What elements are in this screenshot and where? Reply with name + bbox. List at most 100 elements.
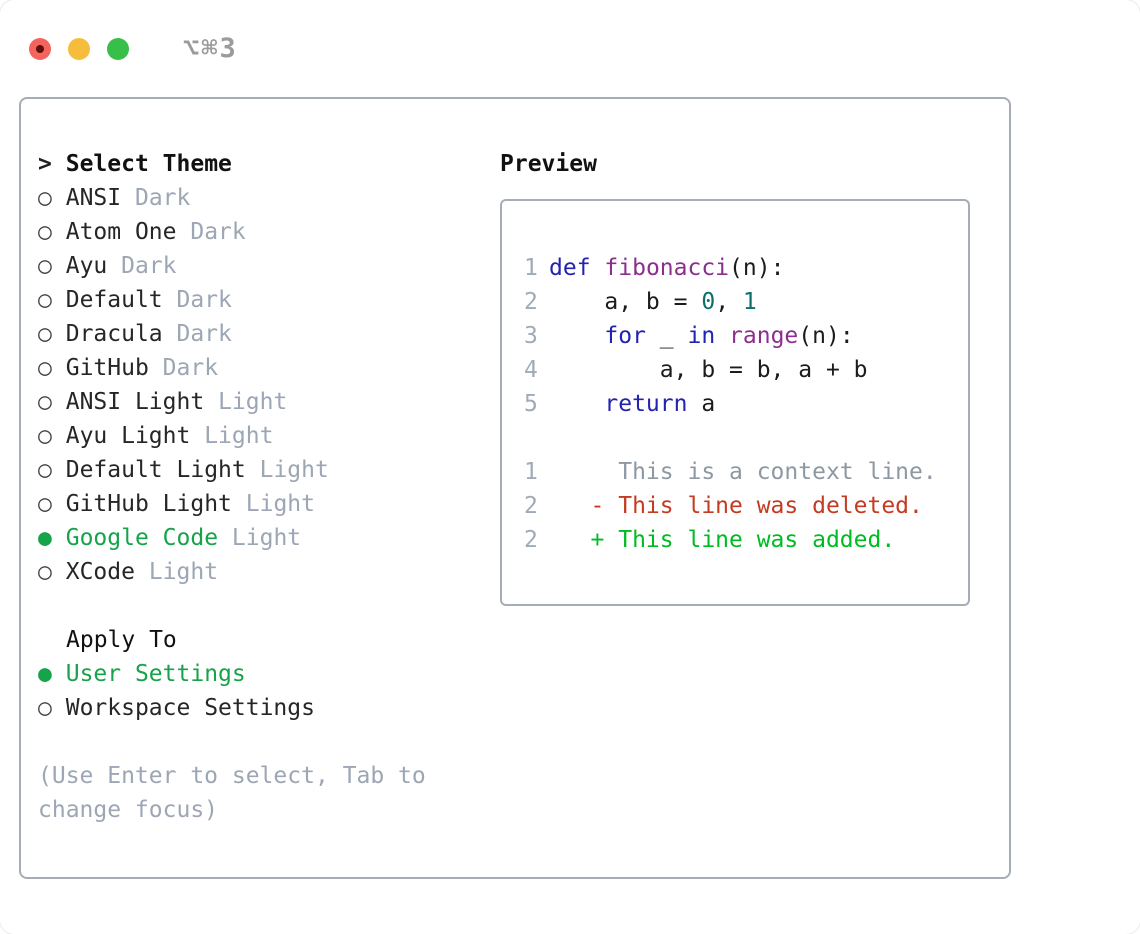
radio-icon: ○ <box>38 389 52 415</box>
diff-lines: 1 This is a context line.2 - This line w… <box>524 455 968 557</box>
theme-option-default[interactable]: ○ Default Dark <box>38 283 500 317</box>
help-line-2: change focus) <box>38 797 219 823</box>
theme-variant-label: Light <box>259 457 329 483</box>
radio-icon: ○ <box>38 457 52 483</box>
radio-icon: ○ <box>38 491 52 517</box>
theme-variant-label: Light <box>218 389 288 415</box>
theme-variant-label: Dark <box>162 355 219 381</box>
code-token: a <box>687 391 716 417</box>
code-token <box>591 255 605 281</box>
minimize-button[interactable] <box>68 37 90 60</box>
radio-icon: ○ <box>38 253 52 279</box>
theme-label: Default Light <box>65 457 246 483</box>
radio-icon: ○ <box>38 219 52 245</box>
line-number: 4 <box>524 357 538 383</box>
radio-icon: ○ <box>38 559 52 585</box>
line-number: 5 <box>524 391 538 417</box>
code-token <box>549 391 604 417</box>
code-line-4: 4 a, b = b, a + b <box>524 353 968 387</box>
theme-variant-label: Light <box>231 525 302 551</box>
diff-line-ctx: 1 This is a context line. <box>524 455 968 489</box>
theme-variant-label: Dark <box>176 287 232 313</box>
line-number: 2 <box>524 493 538 519</box>
code-token: (n): <box>729 255 785 281</box>
apply-to-title: Apply To <box>66 627 177 653</box>
close-button[interactable] <box>29 37 51 60</box>
diff-text: + This line was added. <box>549 527 896 553</box>
theme-variant-label: Light <box>245 491 315 517</box>
zoom-button[interactable] <box>107 37 129 60</box>
theme-option-xcode[interactable]: ○ XCode Light <box>38 555 500 589</box>
help-text: (Use Enter to select, Tab to change focu… <box>38 759 500 827</box>
theme-variant-label: Dark <box>190 219 246 245</box>
theme-option-github-light[interactable]: ○ GitHub Light Light <box>38 487 500 521</box>
line-number: 3 <box>524 323 538 349</box>
select-theme-header: > Select Theme <box>38 147 500 181</box>
diff-text: This is a context line. <box>549 459 937 485</box>
code-line-2: 2 a, b = 0, 1 <box>524 285 968 319</box>
code-token: return <box>604 391 688 417</box>
window-title: ⌥⌘3 <box>183 33 238 64</box>
code-token: def <box>549 255 591 281</box>
theme-label: Ayu Light <box>65 423 191 449</box>
code-token: , <box>715 289 743 315</box>
preview-title: Preview <box>500 151 597 177</box>
theme-label: Atom One <box>65 219 177 245</box>
theme-option-google-code[interactable]: ● Google Code Light <box>38 521 500 555</box>
code-token: _ <box>645 323 688 349</box>
radio-selected-icon: ● <box>38 661 52 687</box>
theme-variant-label: Light <box>148 559 219 585</box>
theme-option-default-light[interactable]: ○ Default Light Light <box>38 453 500 487</box>
code-token <box>715 323 729 349</box>
code-token: a, b = b, a + b <box>549 357 868 383</box>
code-token: a, b = <box>549 289 702 315</box>
theme-option-ansi-light[interactable]: ○ ANSI Light Light <box>38 385 500 419</box>
theme-option-atom-one[interactable]: ○ Atom One Dark <box>38 215 500 249</box>
theme-option-ayu[interactable]: ○ Ayu Dark <box>38 249 500 283</box>
diff-line-add: 2 + This line was added. <box>524 523 968 557</box>
theme-variant-label: Dark <box>134 185 191 211</box>
code-token: 1 <box>742 289 757 315</box>
code-token: fibonacci <box>604 255 730 281</box>
theme-option-ayu-light[interactable]: ○ Ayu Light Light <box>38 419 500 453</box>
theme-list: ○ ANSI Dark○ Atom One Dark○ Ayu Dark○ De… <box>38 181 500 589</box>
theme-label: Ayu <box>65 253 108 279</box>
apply-to-list: ● User Settings○ Workspace Settings <box>38 657 500 725</box>
code-token: 0 <box>701 289 716 315</box>
theme-label: Google Code <box>65 525 219 551</box>
theme-label: Default <box>65 287 163 313</box>
code-token: (n): <box>798 323 854 349</box>
radio-icon: ○ <box>38 321 52 347</box>
theme-option-github[interactable]: ○ GitHub Dark <box>38 351 500 385</box>
theme-variant-label: Light <box>204 423 274 449</box>
theme-label: GitHub Light <box>65 491 232 517</box>
radio-icon: ○ <box>38 185 52 211</box>
apply-option-label: User Settings <box>65 661 246 687</box>
diff-text: - This line was deleted. <box>549 493 923 519</box>
line-number: 1 <box>524 255 538 281</box>
code-line-3: 3 for _ in range(n): <box>524 319 968 353</box>
titlebar: ⌥⌘3 <box>0 0 1140 97</box>
diff-line-del: 2 - This line was deleted. <box>524 489 968 523</box>
code-token: range <box>729 323 799 349</box>
theme-label: XCode <box>65 559 135 585</box>
code-line-1: 1 def fibonacci(n): <box>524 251 968 285</box>
line-number: 2 <box>524 527 538 553</box>
theme-variant-label: Dark <box>121 253 177 279</box>
theme-variant-label: Dark <box>176 321 232 347</box>
code-token: for <box>604 323 646 349</box>
radio-icon: ○ <box>38 423 52 449</box>
theme-option-ansi[interactable]: ○ ANSI Dark <box>38 181 500 215</box>
theme-option-dracula[interactable]: ○ Dracula Dark <box>38 317 500 351</box>
cursor-marker: > <box>38 151 52 177</box>
help-line-1: (Use Enter to select, Tab to <box>38 763 426 789</box>
apply-option-label: Workspace Settings <box>65 695 315 721</box>
code-token <box>549 323 604 349</box>
line-number: 2 <box>524 289 538 315</box>
apply-option-workspace-settings[interactable]: ○ Workspace Settings <box>38 691 500 725</box>
apply-option-user-settings[interactable]: ● User Settings <box>38 657 500 691</box>
